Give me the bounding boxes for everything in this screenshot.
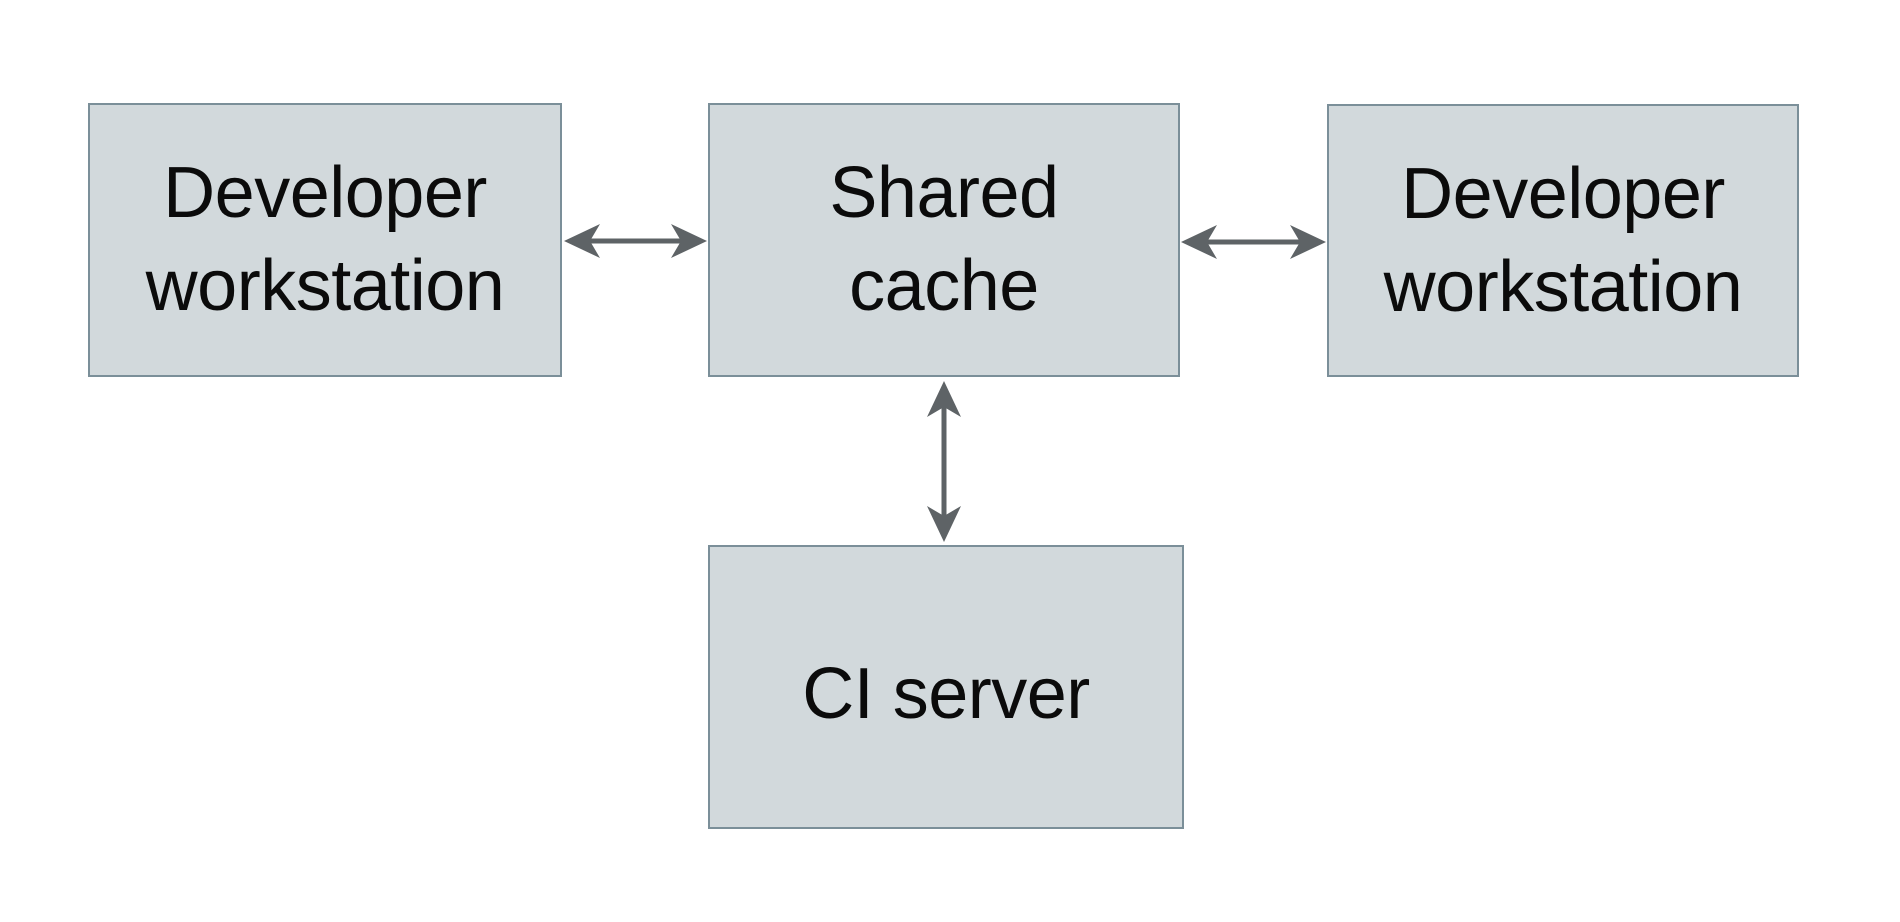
node-developer-workstation-right: Developer workstation (1327, 104, 1799, 377)
node-label-developer-workstation-left: Developer workstation (145, 153, 505, 326)
node-label-developer-workstation-right: Developer workstation (1383, 153, 1743, 327)
node-label-shared-cache: Shared cache (829, 153, 1059, 326)
bidirectional-arrow-left-workstation-to-cache (564, 224, 707, 258)
node-label-ci-server: CI server (802, 653, 1090, 734)
node-ci-server: CI server (708, 545, 1184, 829)
node-shared-cache: Shared cache (708, 103, 1180, 377)
bidirectional-arrow-cache-to-right-workstation (1181, 225, 1326, 259)
bidirectional-arrow-cache-to-ci-server (927, 381, 961, 542)
node-developer-workstation-left: Developer workstation (88, 103, 562, 377)
